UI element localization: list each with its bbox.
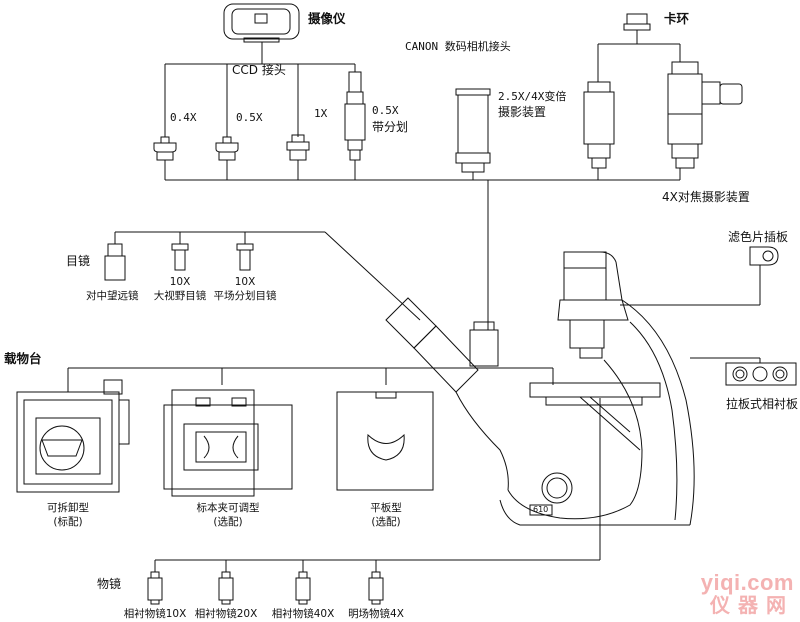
adapter-0-4x-icon [153, 136, 177, 161]
stage-adjustable-icon [163, 389, 293, 497]
objective-20x-icon [218, 571, 234, 605]
objective-4x-icon [368, 571, 384, 605]
stage-detachable-note: (标配) [53, 516, 83, 528]
zoom-photo-device-icon [455, 88, 491, 173]
objective-40x-icon [295, 571, 311, 605]
wide-eyepiece-mag-label: 10X [169, 276, 191, 288]
camera-icon [223, 3, 300, 43]
stage-detachable-icon [16, 379, 130, 493]
filter-slot-icon [749, 246, 779, 266]
reticle-eyepiece-mag-label: 10X [234, 276, 256, 288]
canon-adapter-label: CANON 数码相机接头 [405, 40, 511, 53]
stage-flat-label: 平板型 [370, 502, 402, 514]
stage-adjustable-note: (选配) [213, 516, 243, 528]
wide-eyepiece-icon [171, 243, 189, 271]
zoom-photo-device-icon [583, 81, 615, 169]
zoom-photo-label: 摄影装置 [498, 105, 547, 119]
stage-adjustable-label: 标本夹可调型 [196, 502, 260, 514]
stage-flat-note: (选配) [371, 516, 401, 528]
filter-slot-label: 滤色片插板 [728, 230, 789, 244]
zoom-photo-label: 2.5X/4X变倍 [498, 90, 567, 103]
ring-icon [623, 13, 651, 31]
adapter-0-5x-reticle-icon [344, 71, 366, 161]
microscope-plate-label: 610 [533, 505, 549, 514]
adapter-0-5x-reticle-label: 带分划 [372, 120, 409, 134]
telescope-label: 对中望远镜 [86, 290, 139, 302]
stage-label: 载物台 [4, 351, 42, 366]
connector-lines [67, 30, 761, 572]
wide-eyepiece-label: 大视野目镜 [153, 290, 207, 302]
phase-slider-icon [725, 362, 797, 386]
phase-slider-label: 拉板式相衬板 [726, 397, 799, 411]
reticle-eyepiece-icon [236, 243, 254, 271]
adapter-0-5x-label: 0.5X [236, 111, 263, 124]
adapter-1x-icon [286, 134, 310, 161]
ccd-adapter-label: CCD 接头 [232, 63, 286, 77]
stage-flat-icon [336, 391, 434, 491]
adapter-1x-label: 1X [314, 107, 328, 120]
reticle-eyepiece-label: 平场分划目镜 [213, 290, 277, 302]
objective-4x-label: 明场物镜4X [348, 608, 404, 620]
objective-40x-label: 相衬物镜40X [271, 608, 335, 620]
watermark-line2: 仪器网 [710, 593, 794, 617]
microscope-illustration [385, 251, 695, 526]
ring-label: 卡环 [664, 11, 690, 26]
objective-10x-icon [147, 571, 163, 605]
focus-photo-label: 4X对焦摄影装置 [662, 190, 750, 204]
adapter-0-5x-icon [215, 136, 239, 161]
adapter-0-4x-label: 0.4X [170, 111, 197, 124]
watermark: yiqi.com 仪器网 [700, 570, 794, 617]
stage-detachable-label: 可拆卸型 [47, 502, 89, 514]
adapter-0-5x-reticle-label: 0.5X [372, 104, 399, 117]
focus-photo-device-icon [667, 61, 743, 169]
objective-10x-label: 相衬物镜10X [123, 608, 187, 620]
telescope-icon [104, 243, 126, 281]
watermark-line1: yiqi.com [700, 570, 794, 595]
eyepiece-label: 目镜 [66, 254, 91, 268]
objective-20x-label: 相衬物镜20X [194, 608, 258, 620]
objectives-label: 物镜 [97, 577, 122, 591]
camera-label: 摄像仪 [308, 11, 346, 26]
